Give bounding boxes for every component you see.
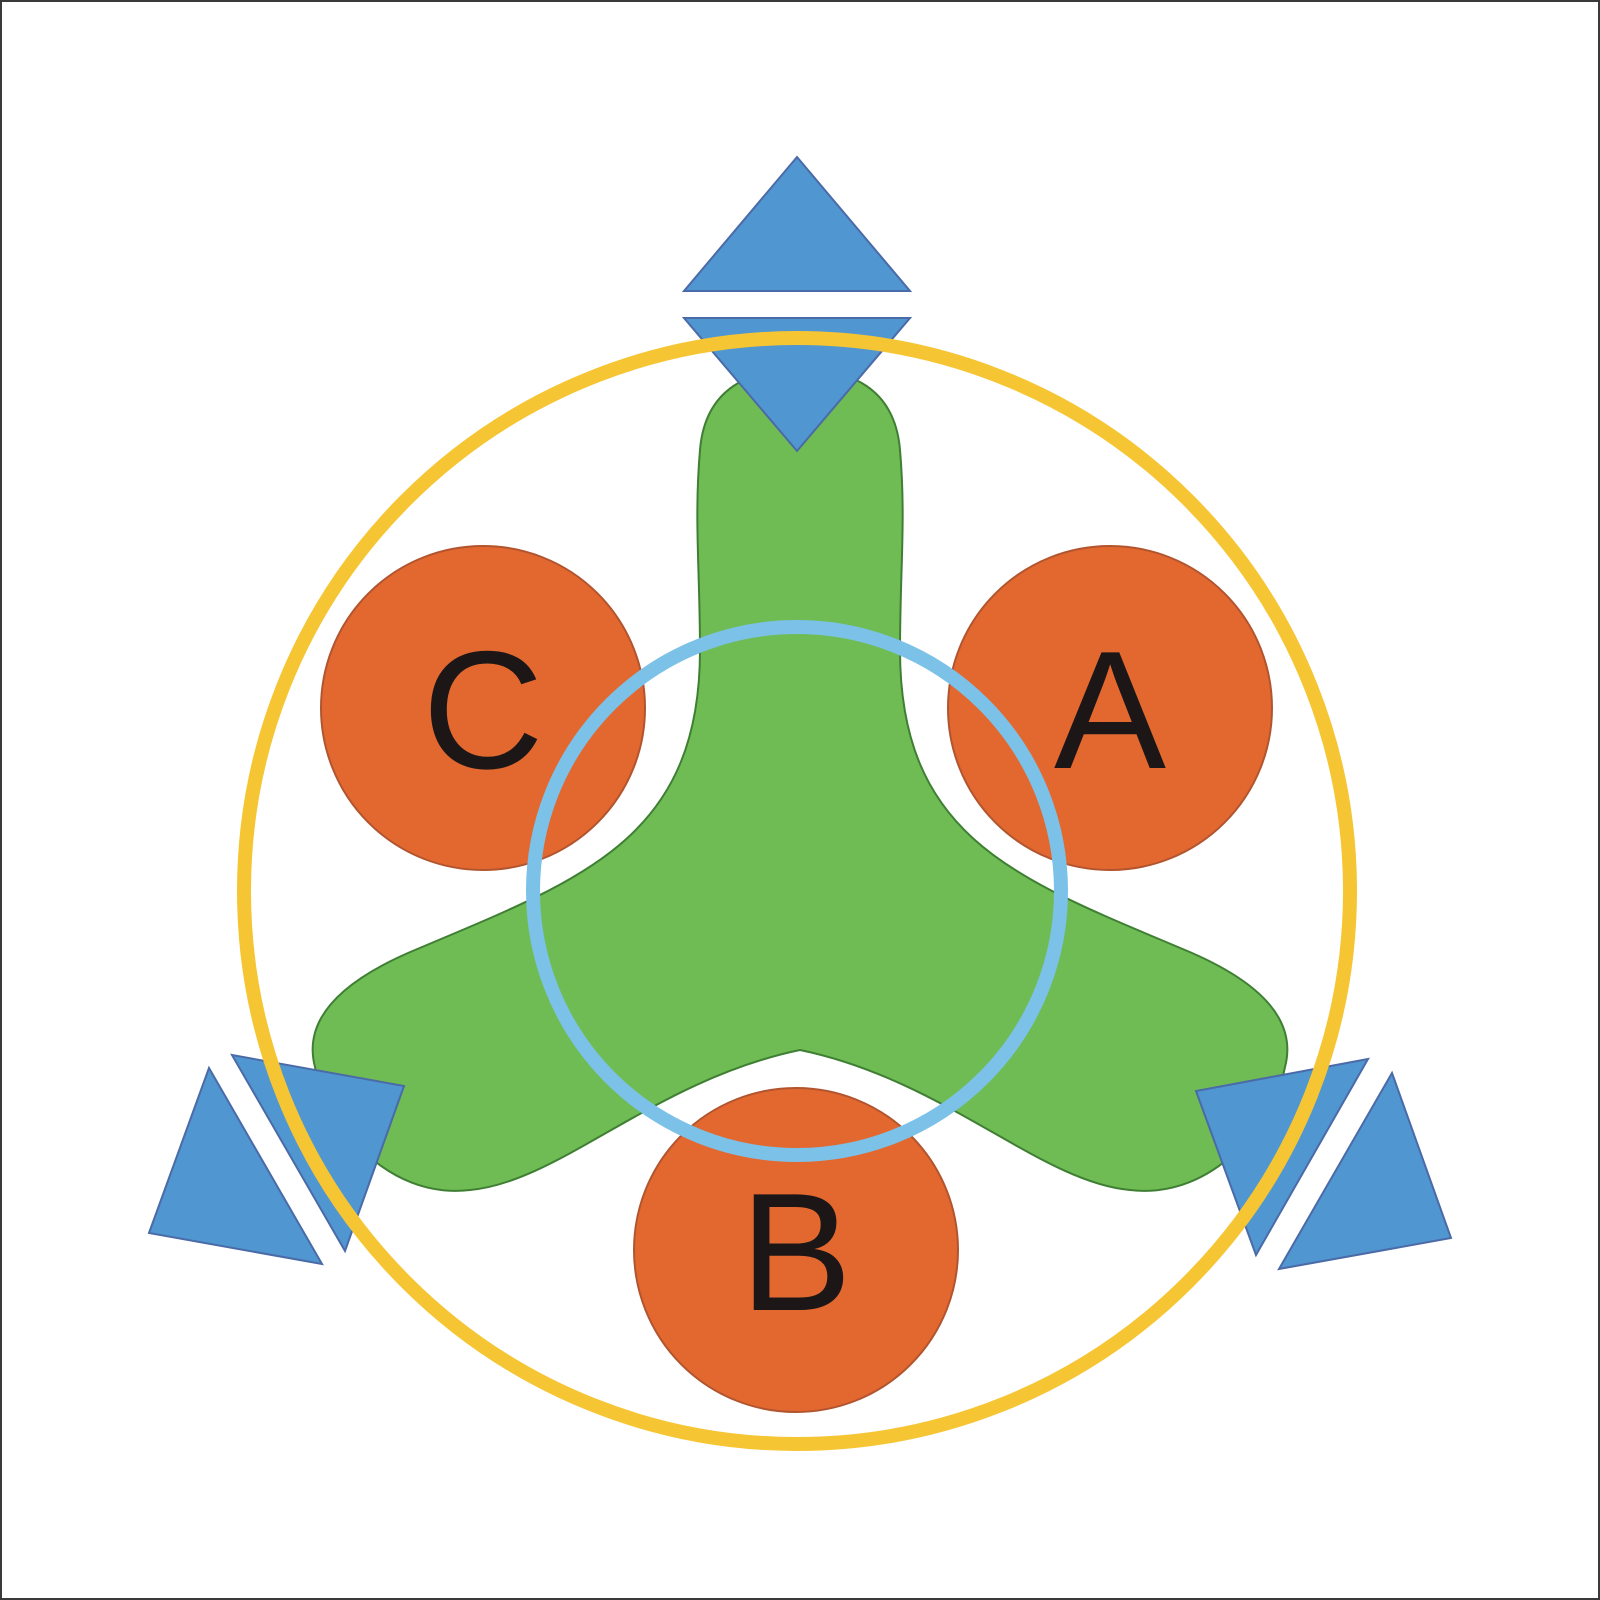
node-a-label: A bbox=[1054, 616, 1166, 804]
right-outer-triangle bbox=[1277, 1070, 1453, 1271]
node-a-circle bbox=[947, 545, 1273, 871]
top-inner-triangle bbox=[681, 317, 913, 453]
left-inner-triangle bbox=[230, 1053, 406, 1254]
node-b-circle bbox=[633, 1087, 959, 1413]
left-outer-triangle bbox=[147, 1065, 324, 1266]
outer-ring bbox=[237, 331, 1357, 1451]
inner-ring bbox=[526, 620, 1068, 1162]
node-c-circle bbox=[320, 545, 646, 871]
node-c-label: C bbox=[422, 616, 543, 804]
node-b-label: B bbox=[740, 1158, 852, 1346]
top-outer-triangle bbox=[681, 155, 913, 292]
